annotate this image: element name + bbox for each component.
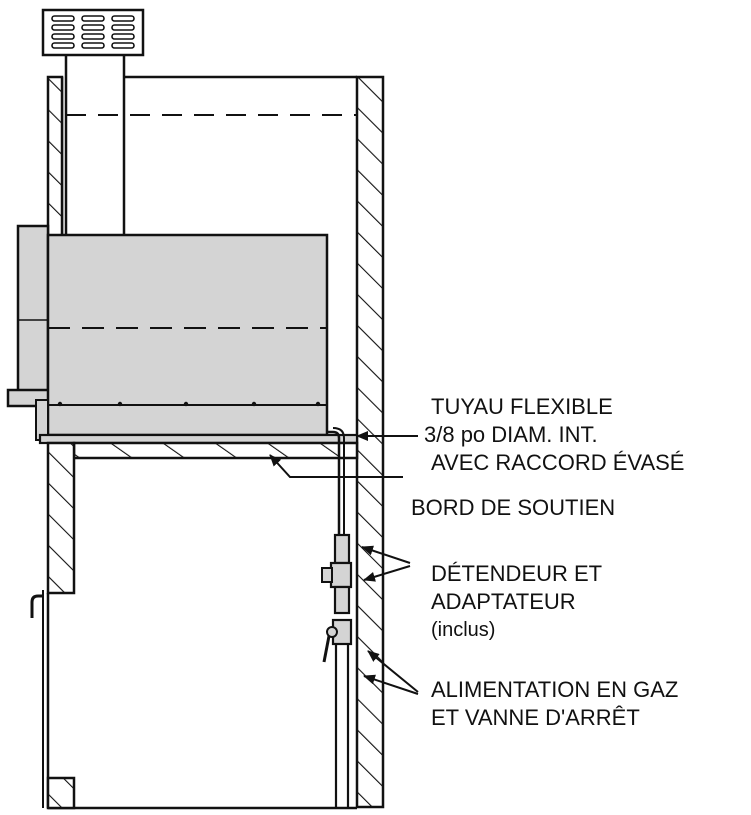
gas-supply-leader-1 [367, 650, 419, 693]
lower-cabinet [42, 590, 357, 810]
regulator-leader-2 [363, 565, 411, 582]
left-upper-wall [46, 75, 64, 239]
regulator-note: (inclus) [431, 619, 495, 641]
flex-hose-line-1: TUYAU FLEXIBLE [431, 394, 613, 419]
flex-hose-line-3: AVEC RACCORD ÉVASÉ [431, 450, 684, 475]
gas-supply-pipe [334, 644, 350, 808]
regulator-line-2: ADAPTATEUR [431, 589, 576, 614]
upper-enclosure [60, 75, 357, 236]
gas-supply-line-2: ET VANNE D'ARRÊT [431, 705, 640, 730]
leader-lines [269, 431, 419, 695]
flex-gas-line [327, 427, 345, 535]
callout-support-ledge: BORD DE SOUTIEN [411, 495, 615, 520]
front-flange [6, 224, 52, 408]
support-ledge [72, 441, 359, 460]
callout-gas-supply: ALIMENTATION EN GAZ ET VANNE D'ARRÊT [431, 677, 678, 730]
regulator-leader-1 [361, 545, 411, 564]
right-wall [355, 75, 385, 809]
callout-regulator: DÉTENDEUR ET ADAPTATEUR (inclus) [431, 561, 602, 641]
shutoff-valve [322, 618, 353, 663]
firebox [35, 233, 329, 441]
support-ledge-leader [269, 454, 403, 478]
vent-pipe [64, 55, 126, 236]
gas-supply-line-1: ALIMENTATION EN GAZ [431, 677, 678, 702]
callout-flex-hose: TUYAU FLEXIBLE 3/8 po DIAM. INT. AVEC RA… [424, 394, 684, 475]
gas-supply-leader-2 [363, 674, 419, 695]
regulator-line-1: DÉTENDEUR ET [431, 561, 602, 586]
regulator-adapter [321, 533, 353, 615]
cabinet-handle [30, 594, 43, 618]
vent-cap [41, 8, 145, 57]
left-lower-wall [46, 441, 76, 595]
flex-hose-line-2: 3/8 po DIAM. INT. [424, 422, 598, 447]
